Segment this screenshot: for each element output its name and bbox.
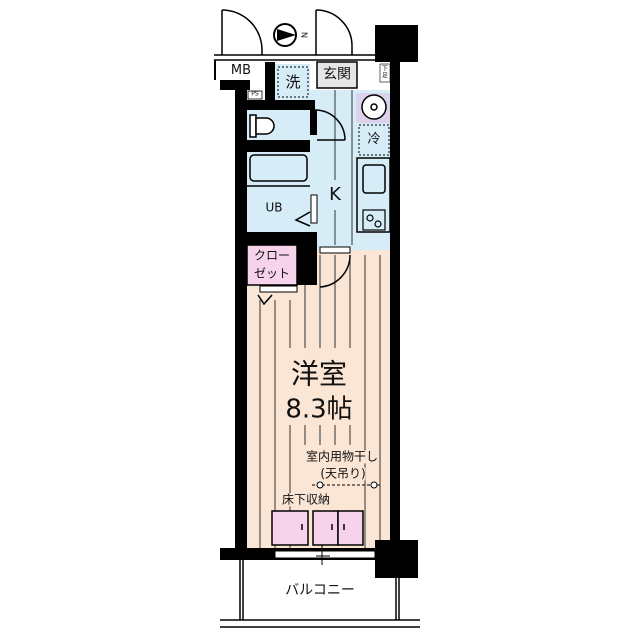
- room-name: 洋室: [286, 359, 352, 391]
- fridge-label: 冷: [367, 131, 381, 147]
- ps-label: PS: [251, 90, 259, 98]
- bathtub-icon: [249, 154, 308, 182]
- balcony-label: バルコニー: [285, 582, 355, 599]
- closet-door: [259, 285, 298, 293]
- drying-rod: [312, 481, 380, 489]
- underfloor-storage: [271, 510, 364, 546]
- walls: [214, 25, 418, 578]
- underfloor-label: 床下収納: [281, 492, 331, 507]
- wash-floor: [275, 64, 310, 100]
- toilet-icon: [249, 114, 275, 138]
- kitchen-sink-icon: [362, 164, 386, 194]
- balcony-window: [274, 545, 376, 565]
- kitchen-label: K: [329, 184, 341, 206]
- compass-icon: [273, 23, 297, 47]
- shoe-box: [379, 63, 391, 83]
- shoe-label: 下足: [381, 65, 388, 79]
- entrance-doors: [214, 9, 375, 288]
- bath-door: [310, 194, 318, 224]
- drying-sub-label: (天吊り): [320, 466, 366, 481]
- north-label: N: [299, 32, 309, 38]
- room-size: 8.3帖: [281, 396, 357, 425]
- balcony-railing: [220, 560, 420, 628]
- stove-icon: [362, 209, 386, 231]
- ps-box: [247, 90, 263, 100]
- floor-lines: [259, 90, 381, 548]
- wash-label: 洗: [285, 72, 301, 91]
- entrance-label: 玄関: [323, 66, 351, 83]
- entrance-box: [316, 61, 358, 89]
- wash-box: [277, 66, 309, 98]
- mb-label: MB: [230, 62, 252, 78]
- sink-icon: [361, 94, 387, 120]
- drying-label: 室内用物干し: [305, 449, 379, 464]
- fridge-box: [358, 124, 390, 156]
- bath-label: UB: [265, 200, 283, 215]
- closet-label-1: クロー: [253, 248, 291, 263]
- closet-label-2: ゼット: [253, 266, 291, 281]
